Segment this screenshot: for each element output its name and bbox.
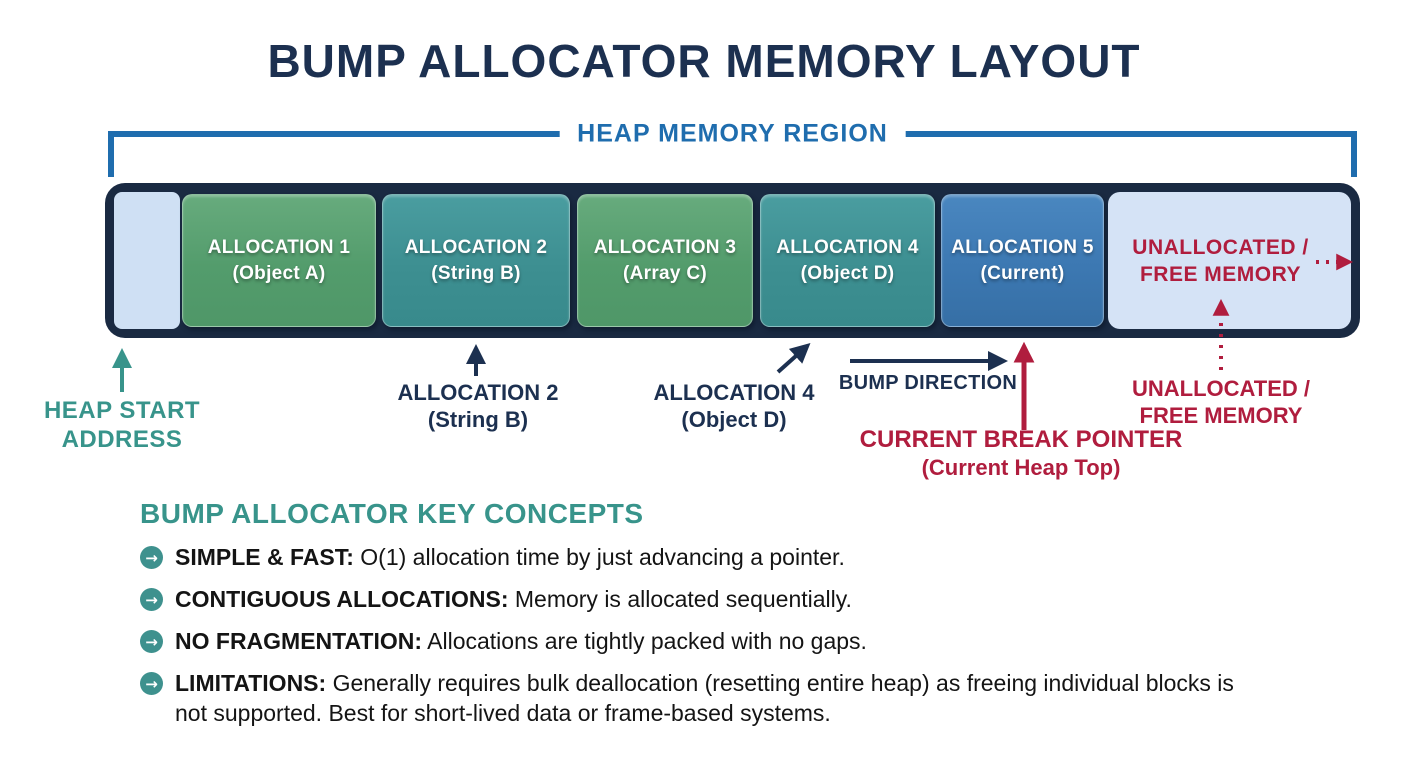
- allocation-block-4: ALLOCATION 4 (Object D): [760, 194, 935, 327]
- heap-region-bracket: HEAP MEMORY REGION: [108, 119, 1357, 177]
- page-title: BUMP ALLOCATOR MEMORY LAYOUT: [267, 35, 1141, 87]
- allocation-block-subtitle: (Object A): [232, 262, 326, 284]
- bullet-body: O(1) allocation time by just advancing a…: [353, 544, 845, 570]
- allocation-block-2: ALLOCATION 2 (String B): [382, 194, 570, 327]
- allocation-block-title: ALLOCATION 2: [404, 236, 548, 258]
- allocation-block-subtitle: (Array C): [623, 262, 707, 284]
- allocation2-label: ALLOCATION 2 (String B): [397, 380, 559, 432]
- allocation-block-title: ALLOCATION 3: [593, 236, 737, 258]
- bullet-body: Memory is allocated sequentially.: [508, 586, 852, 612]
- bullet-label: CONTIGUOUS ALLOCATIONS:: [175, 586, 509, 612]
- free-memory-segment: UNALLOCATED / FREE MEMORY: [1108, 192, 1351, 329]
- allocation-block-title: ALLOCATION 1: [207, 236, 351, 258]
- allocation-block-5: ALLOCATION 5 (Current): [941, 194, 1104, 327]
- list-item: → CONTIGUOUS ALLOCATIONS: Memory is allo…: [140, 584, 1290, 614]
- arrow-circle-right-icon: →: [140, 672, 163, 695]
- allocation-block-title: ALLOCATION 4: [776, 236, 919, 258]
- bullet-body: Generally requires bulk deallocation (re…: [175, 670, 1234, 726]
- arrow-circle-right-icon: →: [140, 588, 163, 611]
- list-item: → NO FRAGMENTATION: Allocations are tigh…: [140, 626, 1290, 656]
- allocation-block-subtitle: (Current): [980, 262, 1065, 284]
- key-concepts-section: BUMP ALLOCATOR KEY CONCEPTS → SIMPLE & F…: [140, 498, 1290, 728]
- unallocated-free-memory-label: UNALLOCATED / FREE MEMORY: [1131, 376, 1311, 428]
- allocation4-arrow: [776, 343, 811, 374]
- arrow-circle-right-icon: →: [140, 630, 163, 653]
- current-break-pointer-label: CURRENT BREAK POINTER (Current Heap Top): [859, 426, 1183, 480]
- allocation-block-1: ALLOCATION 1 (Object A): [182, 194, 376, 327]
- arrow-circle-right-icon: →: [140, 546, 163, 569]
- bullet-body: Allocations are tightly packed with no g…: [422, 628, 867, 654]
- list-item: → SIMPLE & FAST: O(1) allocation time by…: [140, 542, 1290, 572]
- memory-bar: ALLOCATION 1 (Object A) ALLOCATION 2 (St…: [105, 183, 1360, 338]
- free-memory-segment-label: UNALLOCATED / FREE MEMORY: [1132, 235, 1309, 286]
- bullet-label: SIMPLE & FAST:: [175, 544, 354, 570]
- bullet-label: LIMITATIONS:: [175, 670, 327, 696]
- allocation-block-subtitle: (Object D): [800, 262, 895, 284]
- list-item: → LIMITATIONS: Generally requires bulk d…: [140, 668, 1290, 728]
- key-concepts-heading: BUMP ALLOCATOR KEY CONCEPTS: [140, 498, 644, 529]
- bullet-label: NO FRAGMENTATION:: [175, 628, 423, 654]
- allocation-block-title: ALLOCATION 5: [951, 236, 1094, 258]
- allocation-block-subtitle: (String B): [431, 262, 521, 284]
- allocation4-label: ALLOCATION 4 (Object D): [653, 380, 815, 432]
- heap-start-address-label: HEAP START ADDRESS: [43, 397, 201, 453]
- allocation-block-3: ALLOCATION 3 (Array C): [577, 194, 753, 327]
- heap-start-gap-segment: [114, 192, 180, 329]
- heap-region-label: HEAP MEMORY REGION: [559, 119, 906, 149]
- bump-direction-label: BUMP DIRECTION: [838, 372, 1018, 394]
